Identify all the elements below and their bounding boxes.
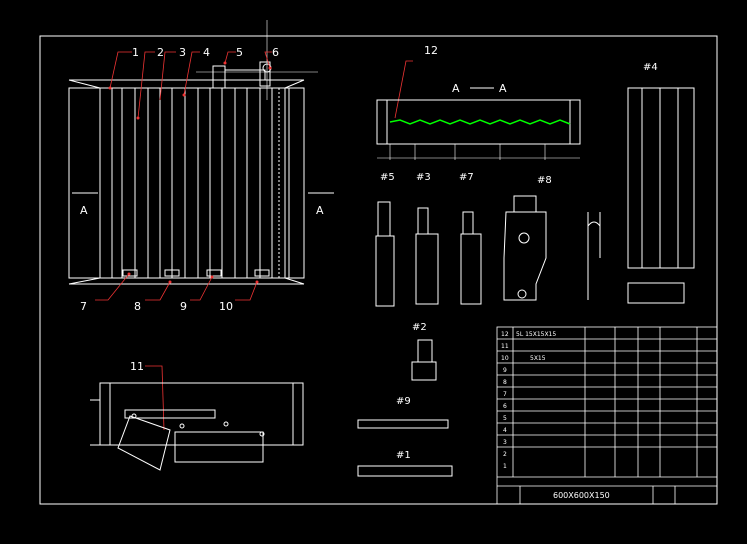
callout-10: 10 xyxy=(219,300,233,313)
part-tag-3: #3 xyxy=(416,172,431,183)
title-row-no-7: 7 xyxy=(503,391,507,398)
section-a-right: A xyxy=(316,204,324,217)
title-size-label: 600X600X150 xyxy=(553,491,610,500)
part-4-view xyxy=(627,87,695,304)
callout-11: 11 xyxy=(130,360,144,373)
small-parts xyxy=(357,195,601,477)
callout-4: 4 xyxy=(203,46,210,59)
part-tag-9: #9 xyxy=(396,396,411,407)
title-row-no-1: 1 xyxy=(503,463,507,470)
drawing-frame xyxy=(39,35,718,505)
part-tag-5: #5 xyxy=(380,172,395,183)
callout-3: 3 xyxy=(179,46,186,59)
callout-8: 8 xyxy=(134,300,141,313)
title-row-no-10: 10 xyxy=(501,355,509,362)
section-aa-left: A xyxy=(452,82,460,95)
callout-1: 1 xyxy=(132,46,139,59)
part-tag-4: #4 xyxy=(643,62,658,73)
callout-leaders xyxy=(95,51,413,431)
part-tag-8: #8 xyxy=(537,175,552,186)
part-tag-2: #2 xyxy=(412,322,427,333)
callout-9: 9 xyxy=(180,300,187,313)
title-row-no-3: 3 xyxy=(503,439,507,446)
callout-5: 5 xyxy=(236,46,243,59)
title-row-no-12: 12 xyxy=(501,331,509,338)
title-row-no-6: 6 xyxy=(503,403,507,410)
title-row-no-8: 8 xyxy=(503,379,507,386)
callout-2: 2 xyxy=(157,46,164,59)
title-row-no-11: 11 xyxy=(501,343,509,350)
callout-7: 7 xyxy=(80,300,87,313)
title-row-no-4: 4 xyxy=(503,427,507,434)
title-row-desc-10: 5X15 xyxy=(530,355,546,362)
part-tag-7: #7 xyxy=(459,172,474,183)
callout-12: 12 xyxy=(424,44,438,57)
title-block xyxy=(496,326,718,505)
section-aa-blade-profile xyxy=(389,119,571,125)
title-row-desc-12: 5L 15X15X15 xyxy=(516,331,556,338)
section-a-left: A xyxy=(80,204,88,217)
front-view xyxy=(68,20,318,285)
title-row-no-9: 9 xyxy=(503,367,507,374)
operating-view xyxy=(90,382,304,471)
title-row-no-2: 2 xyxy=(503,451,507,458)
title-row-no-5: 5 xyxy=(503,415,507,422)
callout-6: 6 xyxy=(272,46,279,59)
section-aa-view xyxy=(376,99,581,160)
part-tag-1: #1 xyxy=(396,450,411,461)
section-aa-right: A xyxy=(499,82,507,95)
